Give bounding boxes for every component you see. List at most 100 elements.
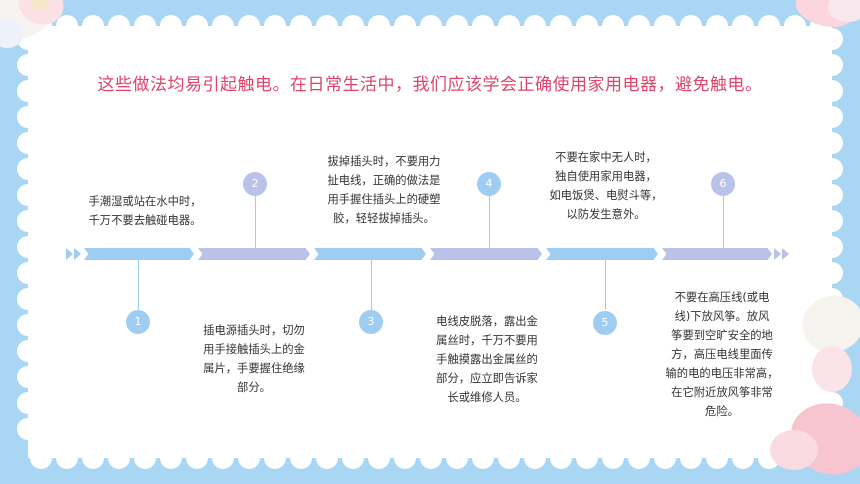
scallop-dot xyxy=(134,15,156,37)
scallop-dot xyxy=(446,447,468,469)
scallop-dot xyxy=(342,15,364,37)
scallop-dot xyxy=(17,184,39,206)
scallop-dot xyxy=(680,447,702,469)
scallop-dot xyxy=(17,314,39,336)
scallop-dot xyxy=(446,15,468,37)
step-5-connector xyxy=(605,260,606,310)
scallop-dot xyxy=(784,15,806,37)
scallop-dot xyxy=(56,447,78,469)
scallop-dot xyxy=(394,15,416,37)
scallop-dot xyxy=(628,447,650,469)
scallop-dot xyxy=(17,80,39,102)
scallop-dot xyxy=(212,447,234,469)
scallop-dot xyxy=(17,106,39,128)
scallop-dot xyxy=(420,15,442,37)
scallop-dot xyxy=(30,447,52,469)
scallop-dot xyxy=(368,447,390,469)
scallop-dot xyxy=(732,15,754,37)
step-2-number: 2 xyxy=(243,172,267,196)
timeline-segment-1 xyxy=(84,248,194,260)
scallop-dot xyxy=(108,15,130,37)
step-3-number: 3 xyxy=(359,310,383,334)
scallop-dot xyxy=(238,447,260,469)
scallop-dot xyxy=(821,28,843,50)
scallop-dot xyxy=(654,15,676,37)
scallop-dot xyxy=(290,15,312,37)
scallop-dot xyxy=(758,15,780,37)
step-3-text: 拔掉插头时，不要用力 扯电线，正确的做法是 用手握住插头上的硬塑 胶，轻轻拔掉插… xyxy=(327,155,441,225)
scallop-dot xyxy=(628,15,650,37)
scallop-dot xyxy=(472,447,494,469)
scallop-dot xyxy=(17,132,39,154)
timeline-segment-6 xyxy=(662,248,772,260)
scallop-dot xyxy=(821,262,843,284)
scallop-dot xyxy=(17,340,39,362)
step-1-connector xyxy=(138,260,139,310)
scallop-dot xyxy=(17,288,39,310)
scallop-dot xyxy=(550,15,572,37)
scallop-dot xyxy=(316,15,338,37)
scallop-dot xyxy=(821,80,843,102)
scallop-dot xyxy=(821,106,843,128)
scallop-dot xyxy=(17,210,39,232)
scallop-dot xyxy=(576,447,598,469)
timeline-segment-4 xyxy=(430,248,542,260)
scallop-dot xyxy=(821,184,843,206)
step-5-text: 不要在家中无人时， 独自使用家用电器， 如电饭煲、电熨斗等， 以防发生意外。 xyxy=(549,151,663,221)
scallop-dot xyxy=(17,366,39,388)
scallop-dot xyxy=(186,447,208,469)
timeline-segment-5 xyxy=(546,248,658,260)
scallop-dot xyxy=(316,447,338,469)
step-1-text: 手潮湿或站在水中时， 千万不要去触碰电器。 xyxy=(88,195,202,227)
step-4-text: 电线皮脱落，露出金 属丝时，千万不要用 手触摸露出金属丝的 部分，应立即告诉家 … xyxy=(436,315,538,404)
scallop-dot xyxy=(82,447,104,469)
scallop-dot xyxy=(17,418,39,440)
scallop-dot xyxy=(706,15,728,37)
scallop-dot xyxy=(576,15,598,37)
step-6-text: 不要在高压线(或电 线)下放风筝。放风 筝要到空旷安全的地 方，高压电线里面传 … xyxy=(665,291,779,418)
scallop-dot xyxy=(264,447,286,469)
scallop-dot xyxy=(160,15,182,37)
step-2-connector xyxy=(255,196,256,248)
timeline-segment-3 xyxy=(314,248,426,260)
scallop-dot xyxy=(290,447,312,469)
scallop-dot xyxy=(368,15,390,37)
scallop-dot xyxy=(602,447,624,469)
scallop-dot xyxy=(420,447,442,469)
step-6-connector xyxy=(723,196,724,248)
scallop-dot xyxy=(498,15,520,37)
scallop-dot xyxy=(821,210,843,232)
scallop-dot xyxy=(342,447,364,469)
scallop-dot xyxy=(602,15,624,37)
scallop-dot xyxy=(524,15,546,37)
scallop-dot xyxy=(186,15,208,37)
scallop-dot xyxy=(264,15,286,37)
scallop-dot xyxy=(821,132,843,154)
scallop-dot xyxy=(472,15,494,37)
scallop-dot xyxy=(108,447,130,469)
page-title: 这些做法均易引起触电。在日常生活中，我们应该学会正确使用家用电器，避免触电。 xyxy=(97,75,763,95)
step-4-connector xyxy=(489,196,490,248)
step-3-connector xyxy=(371,260,372,310)
scallop-dot xyxy=(56,15,78,37)
step-1-number: 1 xyxy=(126,310,150,334)
scallop-dot xyxy=(17,262,39,284)
scallop-dot xyxy=(706,447,728,469)
scallop-dot xyxy=(160,447,182,469)
scallop-dot xyxy=(498,447,520,469)
step-6-number: 6 xyxy=(711,172,735,196)
scallop-dot xyxy=(821,158,843,180)
step-2-text: 插电源插头时，切勿 用手接触插头上的金 属片，手要握住绝缘 部分。 xyxy=(203,324,305,394)
scallop-dot xyxy=(821,236,843,258)
step-5-number: 5 xyxy=(593,311,617,335)
scallop-dot xyxy=(17,158,39,180)
scallop-dot xyxy=(17,392,39,414)
scallop-dot xyxy=(134,447,156,469)
stamp-card xyxy=(28,26,832,458)
scallop-dot xyxy=(550,447,572,469)
scallop-dot xyxy=(732,447,754,469)
scallop-dot xyxy=(238,15,260,37)
scallop-dot xyxy=(17,54,39,76)
scallop-dot xyxy=(394,447,416,469)
